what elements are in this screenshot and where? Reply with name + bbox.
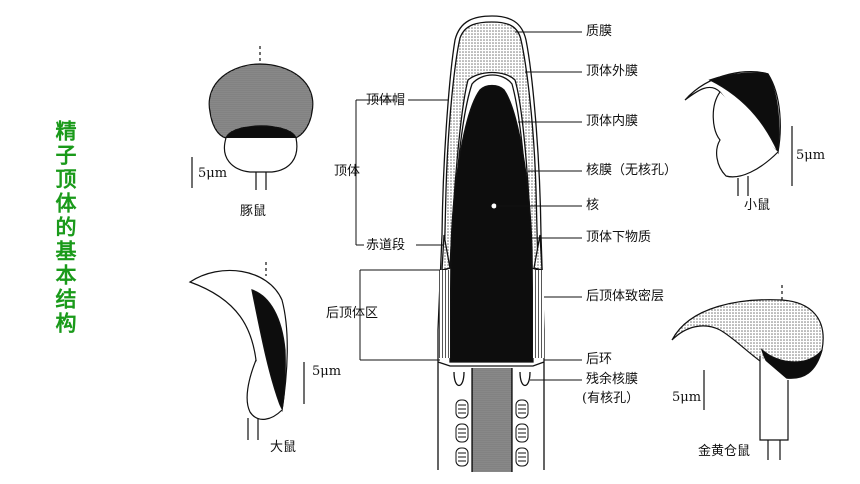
diagram-drawing	[188, 15, 824, 472]
label-hamster: 金黄仓鼠	[698, 444, 751, 459]
hamster-sperm	[671, 285, 824, 460]
scale-rat: 5μm	[312, 364, 342, 379]
scale-hamster: 5μm	[672, 390, 702, 405]
label-plasma-membrane: 质膜	[586, 24, 613, 39]
label-acrosomal-cap: 顶体帽	[366, 93, 406, 108]
side-title: 精子顶体的基本结构	[53, 120, 77, 336]
label-with-nuclear-pores: (有核孔）	[582, 391, 640, 406]
label-outer-acrosomal-membrane: 顶体外膜	[586, 64, 639, 79]
right-leader-lines	[496, 31, 582, 381]
label-redundant-nuclear-envelope: 残余核膜	[586, 372, 639, 387]
label-subacrosomal-material: 顶体下物质	[586, 230, 652, 245]
label-postacrosomal-region: 后顶体区	[326, 306, 379, 321]
rat-sperm	[188, 262, 305, 440]
scale-guinea-pig: 5μm	[198, 166, 228, 181]
sperm-head-section	[437, 15, 545, 472]
label-acrosome: 顶体	[334, 164, 361, 179]
guinea-pig-sperm	[191, 46, 314, 190]
left-brackets	[355, 99, 448, 361]
label-posterior-ring: 后环	[586, 352, 613, 367]
label-nucleus: 核	[586, 198, 600, 213]
label-postacrosomal-dense-lamina: 后顶体致密层	[586, 289, 665, 304]
mouse-sperm	[684, 71, 793, 196]
label-mouse: 小鼠	[744, 198, 771, 213]
label-rat: 大鼠	[270, 440, 297, 455]
label-inner-acrosomal-membrane: 顶体内膜	[586, 114, 639, 129]
scale-mouse: 5μm	[796, 148, 826, 163]
label-guinea-pig: 豚鼠	[240, 204, 267, 219]
label-equatorial-segment: 赤道段	[366, 238, 406, 253]
diagram-plate: 质膜 顶体外膜 顶体内膜 核膜（无核孔） 核 顶体下物质 后顶体致密层 后环 残…	[120, 0, 860, 484]
label-nuclear-envelope: 核膜（无核孔）	[586, 163, 678, 178]
